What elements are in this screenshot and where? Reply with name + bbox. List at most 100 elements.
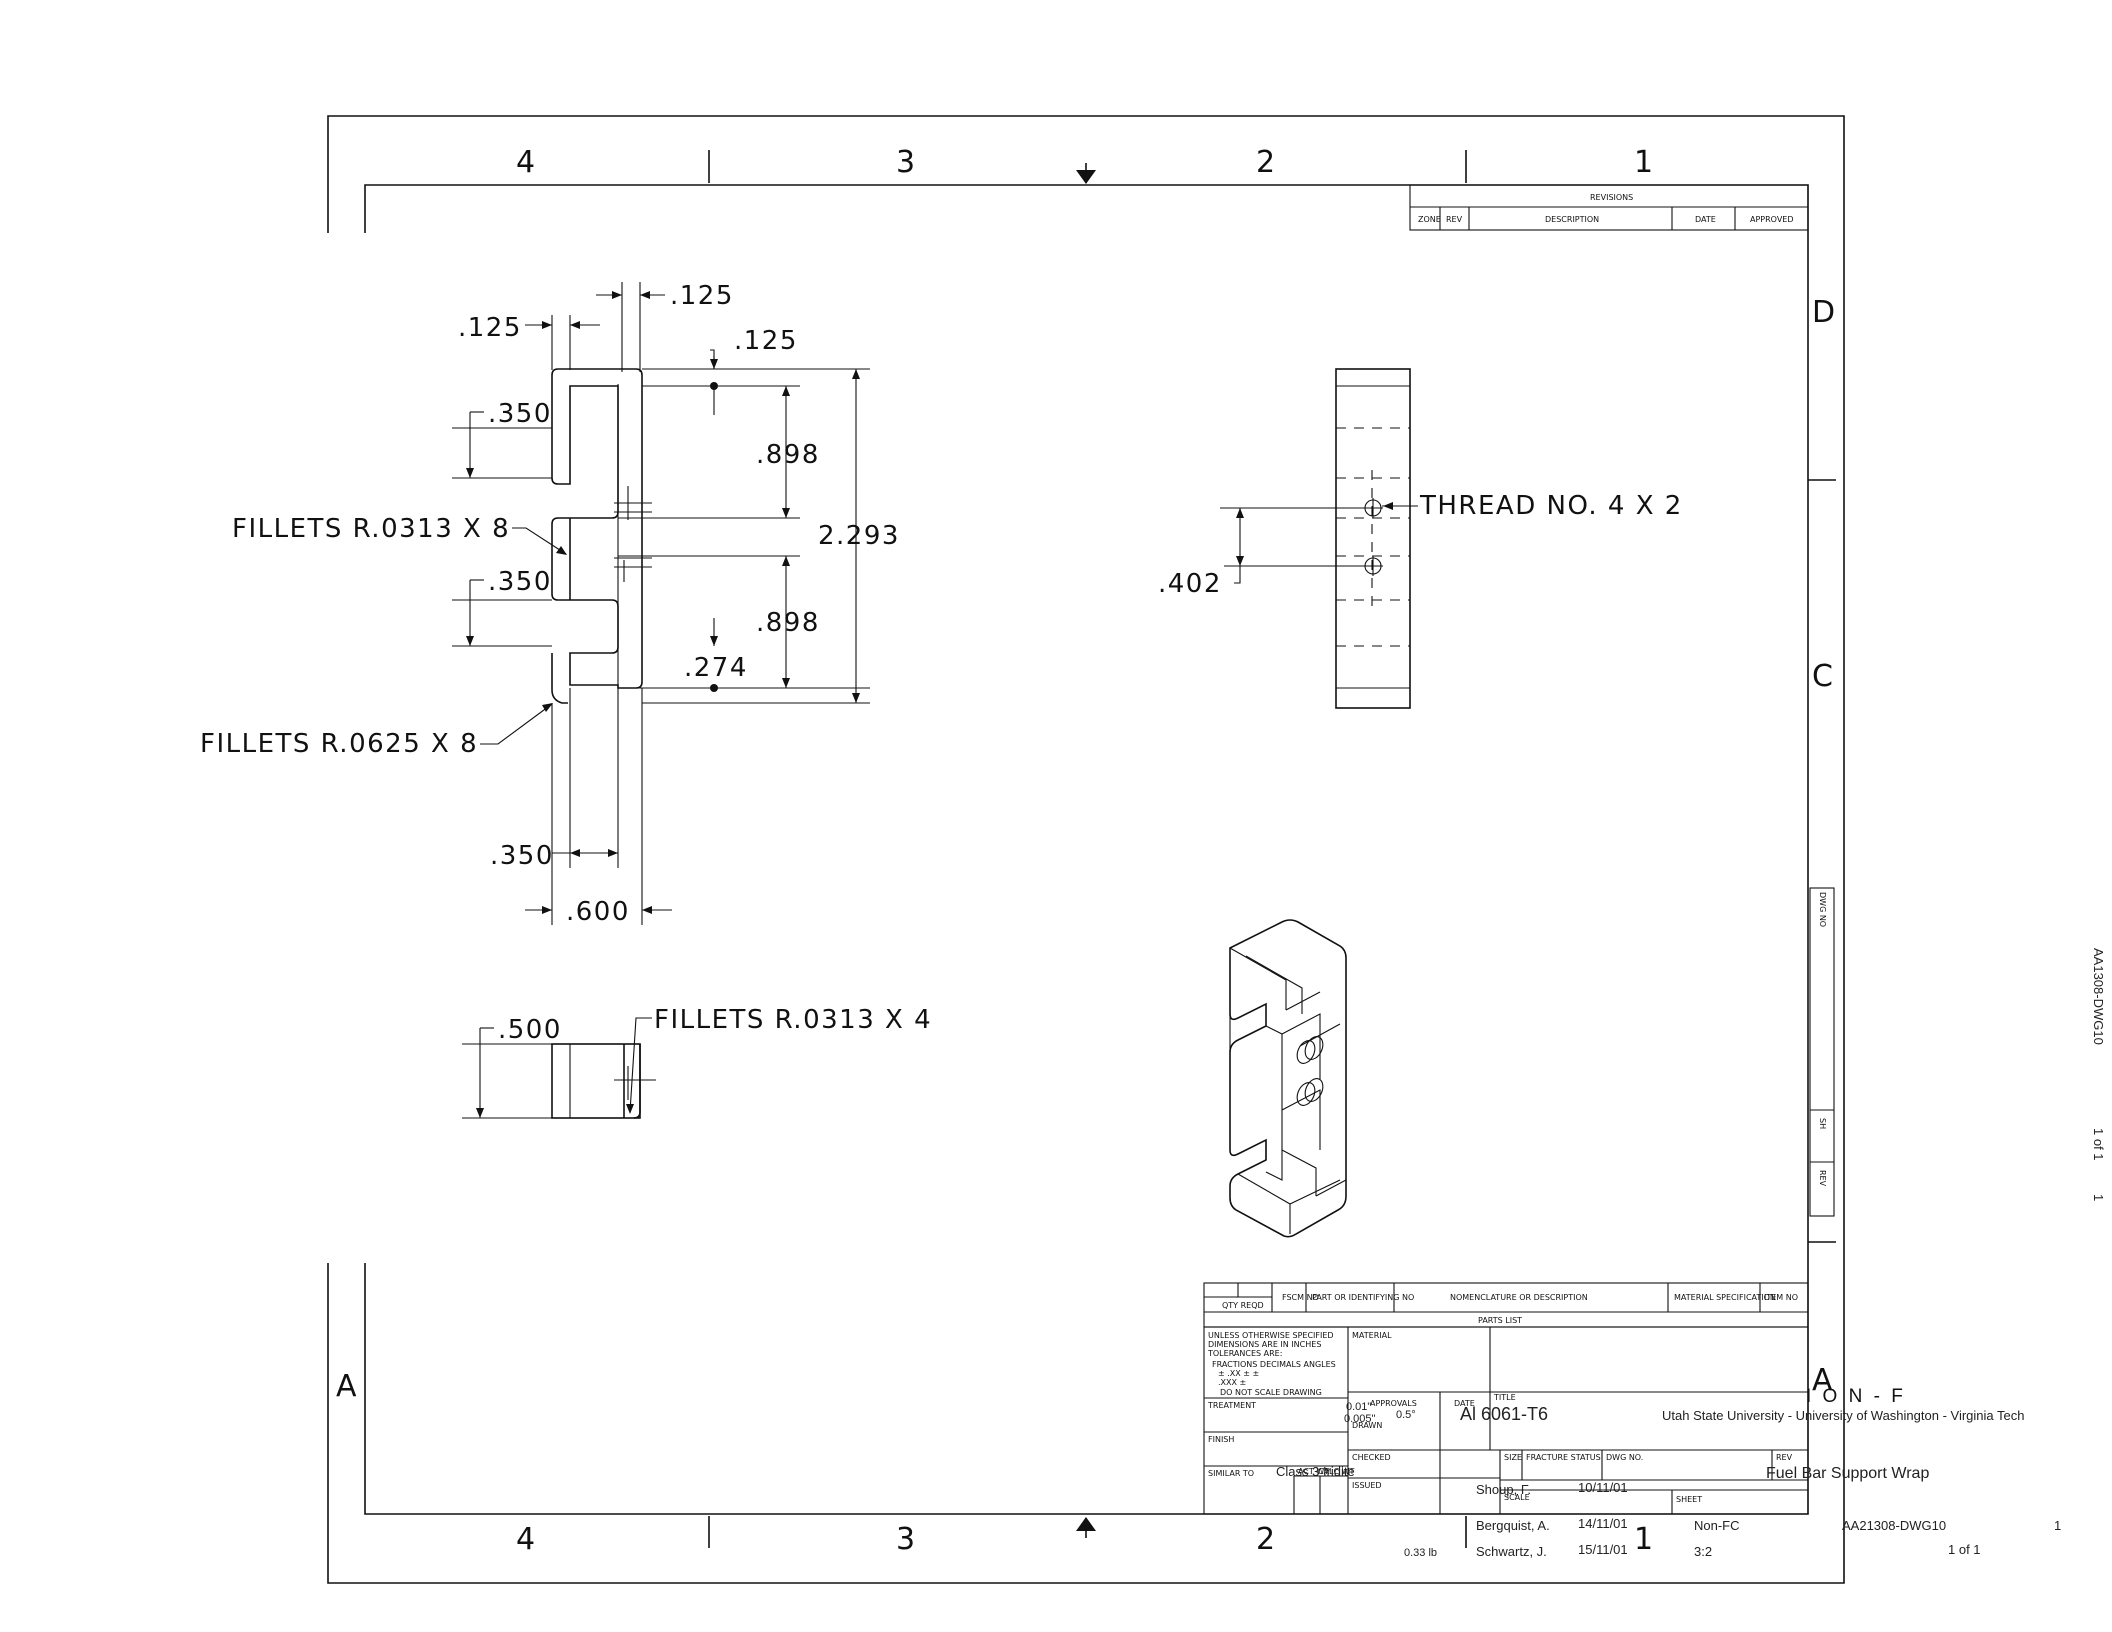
fracture-status-label: FRACTURE STATUS: [1526, 1453, 1601, 1462]
material-label: MATERIAL: [1352, 1331, 1392, 1340]
zone-row-c: C: [1812, 659, 1833, 694]
parts-list-title: PARTS LIST: [1478, 1316, 1522, 1325]
sheet-label: SHEET: [1676, 1495, 1702, 1504]
universities: Utah State University - University of Wa…: [1662, 1408, 2024, 1423]
note-thread: THREAD NO. 4 X 2: [1419, 491, 1683, 521]
title-block: UNLESS OTHERWISE SPECIFIED DIMENSIONS AR…: [1203, 1326, 1809, 1515]
title-block-values: 0.01" 0.5° 0.005" Al 6061-T6 I O N - F U…: [1276, 1386, 2061, 1559]
isometric-view: [1229, 919, 1347, 1238]
note-line-5: ± .XX ± ±: [1218, 1369, 1259, 1378]
parts-header-item: ITEM NO: [1764, 1293, 1798, 1302]
drawn-label: DRAWN: [1352, 1421, 1382, 1430]
zone-col-1-bottom: 1: [1634, 1522, 1653, 1557]
approvals-label: APPROVALS: [1370, 1399, 1417, 1408]
organization-name: I O N - F: [1806, 1386, 1906, 1407]
side-sheet: 1 of 1: [2091, 1128, 2106, 1161]
note-line-3: TOLERANCES ARE:: [1207, 1349, 1282, 1358]
drawn-date: 10/11/01: [1578, 1480, 1628, 1495]
parts-header-nomenclature: NOMENCLATURE OR DESCRIPTION: [1450, 1293, 1588, 1302]
side-dwg-number: AA1308-DWG10: [2091, 948, 2106, 1045]
note-line-6: .XXX ±: [1218, 1378, 1246, 1387]
note-fillets-0313-x8: FILLETS R.0313 X 8: [232, 514, 510, 544]
fracture-status-value: Non-FC: [1694, 1518, 1740, 1533]
side-frame-box: DWG NO SH REV: [1809, 887, 1835, 1217]
zone-col-4-top: 4: [516, 145, 535, 180]
parts-header-qty: QTY REQD: [1222, 1301, 1264, 1310]
dwg-number-value: AA21308-DWG10: [1842, 1518, 1946, 1533]
parts-header-fscm: FSCM NO: [1282, 1293, 1319, 1302]
dim-125-left: .125: [458, 313, 522, 343]
finish-value: Class 3 Iridite: [1276, 1464, 1355, 1479]
dim-2293: 2.293: [818, 521, 900, 551]
date-label: DATE: [1454, 1399, 1475, 1408]
act-wt-label: ACT WT: [1298, 1467, 1329, 1476]
dim-350-upper: .350: [488, 399, 552, 429]
note-fillets-0625-x8: FILLETS R.0625 X 8: [200, 729, 478, 759]
parts-header-material: MATERIAL SPECIFICATION: [1674, 1293, 1776, 1302]
front-view: [551, 368, 652, 704]
note-fillets-0313-x4: FILLETS R.0313 X 4: [654, 1005, 932, 1035]
dim-898-upper: .898: [756, 440, 820, 470]
zone-row-a-left: A: [336, 1369, 357, 1404]
note-line-4: FRACTIONS DECIMALS ANGLES: [1212, 1360, 1336, 1369]
note-line-2: DIMENSIONS ARE IN INCHES: [1208, 1340, 1321, 1349]
sheet-value: 1 of 1: [1948, 1542, 1981, 1557]
size-label: SIZE: [1504, 1453, 1522, 1462]
issued-date: 15/11/01: [1578, 1542, 1628, 1557]
scale-value: 3:2: [1694, 1544, 1712, 1559]
dim-500: .500: [498, 1015, 562, 1045]
part-title: Fuel Bar Support Wrap: [1766, 1465, 1929, 1482]
side-rev: 1: [2091, 1194, 2106, 1201]
finish-label: FINISH: [1208, 1435, 1234, 1444]
side-rev-label: REV: [1818, 1170, 1827, 1187]
dim-125-right: .125: [734, 326, 798, 356]
side-view-small: .500 FILLETS R.0313 X 4: [462, 1005, 932, 1119]
parts-header-part-no: PART OR IDENTIFYING NO: [1312, 1293, 1414, 1302]
tolerance-decimal-3: 0.005": [1344, 1413, 1376, 1425]
side-rotated-text: AA1308-DWG10 1 of 1 1: [2091, 948, 2106, 1201]
zone-col-1-top: 1: [1634, 145, 1653, 180]
rev-header-date: DATE: [1695, 215, 1716, 224]
treatment-label: TREATMENT: [1207, 1401, 1256, 1410]
note-line-7: DO NOT SCALE DRAWING: [1220, 1388, 1322, 1397]
zone-col-2-top: 2: [1256, 145, 1275, 180]
zone-col-4-bottom: 4: [516, 1522, 535, 1557]
issued-by: Schwartz, J.: [1476, 1544, 1547, 1559]
side-dwg-no-label: DWG NO: [1818, 892, 1827, 927]
note-line-1: UNLESS OTHERWISE SPECIFIED: [1208, 1331, 1334, 1340]
checked-date: 14/11/01: [1578, 1516, 1628, 1531]
parts-list: QTY REQD FSCM NO PART OR IDENTIFYING NO …: [1203, 1282, 1809, 1328]
dim-125-top: .125: [670, 281, 734, 311]
rev-header-rev: REV: [1446, 215, 1463, 224]
zone-labels: 4 3 2 1 4 3 2 1 D C A A: [336, 145, 1835, 1557]
dim-600: .600: [566, 897, 630, 927]
right-view: .402 THREAD NO. 4 X 2: [1158, 368, 1683, 709]
tolerance-decimal: 0.01": [1346, 1401, 1371, 1413]
zone-col-3-top: 3: [896, 145, 915, 180]
dim-350-middle: .350: [488, 567, 552, 597]
side-sh-label: SH: [1818, 1118, 1827, 1129]
drawn-by: Shoup, F.: [1476, 1482, 1531, 1497]
revisions-table: REVISIONS ZONE REV DESCRIPTION DATE APPR…: [1409, 184, 1809, 231]
rev-label: REV: [1776, 1453, 1793, 1462]
tolerance-angle: 0.5°: [1396, 1409, 1416, 1421]
zone-col-2-bottom: 2: [1256, 1522, 1275, 1557]
rev-header-approved: APPROVED: [1750, 215, 1794, 224]
weight-value: 0.33 lb: [1404, 1547, 1437, 1559]
zone-col-3-bottom: 3: [896, 1522, 915, 1557]
checked-label: CHECKED: [1352, 1453, 1391, 1462]
rev-header-zone: ZONE: [1418, 215, 1441, 224]
scale-label: SCALE: [1504, 1493, 1530, 1502]
front-view-dimensions: .125 .125 .125 .898 .350: [200, 281, 900, 927]
dwg-no-label: DWG NO.: [1606, 1453, 1643, 1462]
similar-to-label: SIMILAR TO: [1208, 1469, 1254, 1478]
calc-wt-label: CALC WT: [1318, 1467, 1355, 1476]
dim-402: .402: [1158, 569, 1222, 599]
rev-value: 1: [2054, 1518, 2061, 1533]
dim-274: .274: [684, 653, 748, 683]
checked-by: Bergquist, A.: [1476, 1518, 1550, 1533]
dim-898-lower: .898: [756, 608, 820, 638]
outer-frame: [327, 115, 1845, 1584]
zone-row-a-right: A: [1812, 1363, 1833, 1398]
